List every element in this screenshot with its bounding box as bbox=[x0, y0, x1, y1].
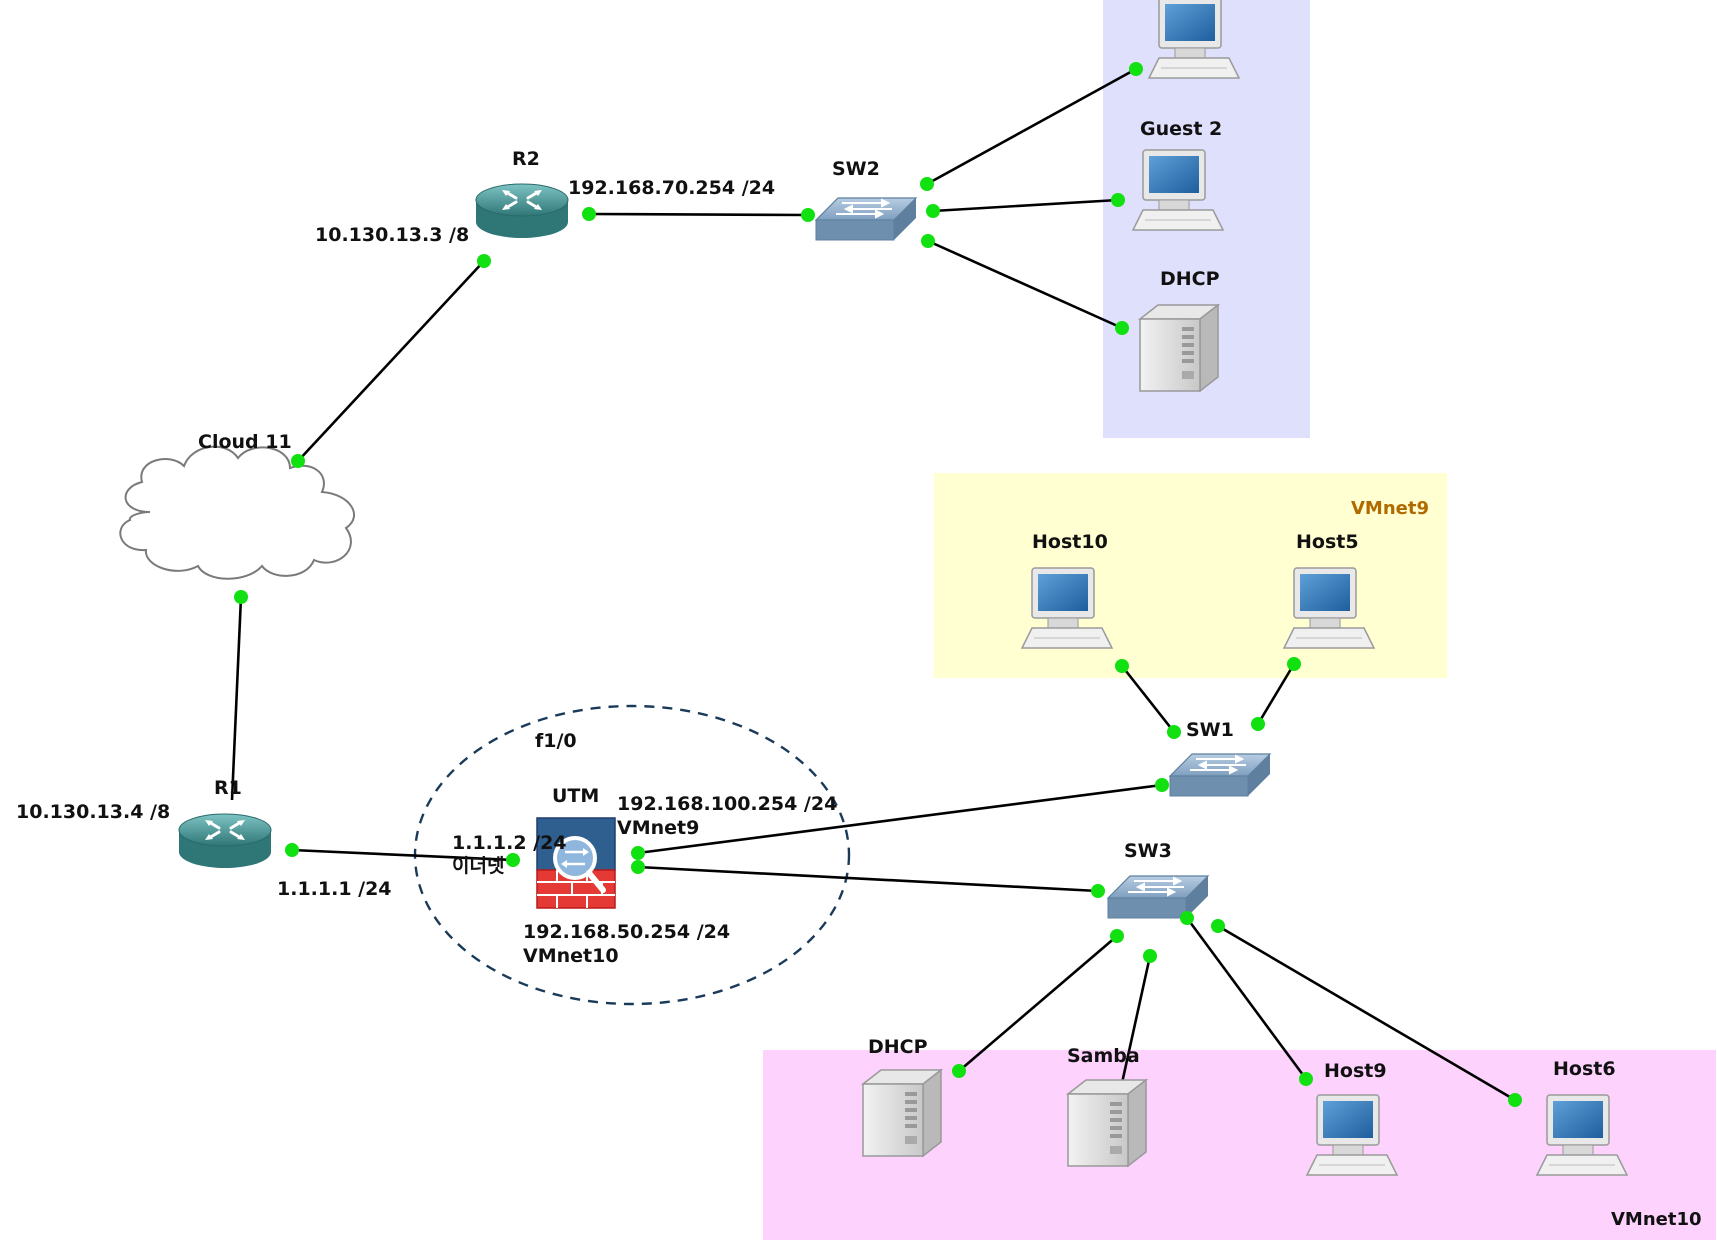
port-dot bbox=[285, 843, 299, 857]
dhcp-top-label: DHCP bbox=[1160, 268, 1220, 290]
port-dot bbox=[1180, 911, 1194, 925]
server-dhcp-bottom[interactable] bbox=[862, 1069, 942, 1157]
port-dot bbox=[1115, 321, 1129, 335]
port-dot bbox=[1129, 62, 1143, 76]
port-dot bbox=[952, 1064, 966, 1078]
vmnet9-zone-label: VMnet9 bbox=[1351, 498, 1429, 519]
port-dot bbox=[582, 207, 596, 221]
utm-vmnet9-label: VMnet9 bbox=[617, 817, 699, 839]
port-dot bbox=[631, 846, 645, 860]
r2-wan-ip: 10.130.13.3 /8 bbox=[315, 224, 469, 246]
port-dot bbox=[1251, 717, 1265, 731]
r1-lan-ip: 1.1.1.1 /24 bbox=[277, 878, 392, 900]
host10-label: Host10 bbox=[1032, 531, 1108, 553]
port-dot bbox=[1155, 778, 1169, 792]
port-dot bbox=[506, 853, 520, 867]
link-sw3-dhcp bbox=[958, 935, 1118, 1072]
port-dot bbox=[291, 454, 305, 468]
utm-vmnet9-ip: 192.168.100.254 /24 bbox=[617, 793, 837, 815]
link-sw2-dhcp bbox=[927, 239, 1123, 330]
link-sw2-guest1 bbox=[926, 67, 1137, 186]
server-samba[interactable] bbox=[1067, 1079, 1147, 1167]
utm-interface-label: f1/0 bbox=[535, 730, 577, 752]
port-dot bbox=[1299, 1072, 1313, 1086]
port-dot bbox=[1110, 929, 1124, 943]
cloud-label: Cloud 11 bbox=[198, 431, 292, 453]
guest2-label: Guest 2 bbox=[1140, 118, 1222, 140]
link-cloud-r1 bbox=[230, 596, 243, 801]
switch-sw1[interactable] bbox=[1169, 753, 1271, 797]
r2-lan-ip: 192.168.70.254 /24 bbox=[568, 177, 775, 199]
r2-label: R2 bbox=[512, 148, 540, 170]
port-dot bbox=[921, 234, 935, 248]
host5-label: Host5 bbox=[1296, 531, 1359, 553]
link-utm-sw1 bbox=[637, 783, 1163, 855]
utm-outside-ip: 1.1.1.2 /24 bbox=[452, 832, 567, 854]
link-r2-cloud bbox=[297, 260, 485, 462]
utm-outside-note: 이더넷 bbox=[452, 855, 504, 877]
port-dot bbox=[1143, 949, 1157, 963]
link-utm-sw3 bbox=[637, 865, 1099, 893]
port-dot bbox=[1287, 657, 1301, 671]
port-dot bbox=[1508, 1093, 1522, 1107]
r1-wan-ip: 10.130.13.4 /8 bbox=[16, 801, 170, 823]
link-sw1-host10 bbox=[1120, 665, 1176, 733]
router-r2[interactable] bbox=[474, 182, 570, 240]
utm-label: UTM bbox=[552, 785, 599, 807]
port-dot bbox=[1111, 193, 1125, 207]
link-sw2-guest2 bbox=[932, 198, 1119, 213]
sw2-label: SW2 bbox=[832, 158, 880, 180]
port-dot bbox=[1167, 725, 1181, 739]
samba-label: Samba bbox=[1067, 1045, 1140, 1067]
cloud-icon[interactable] bbox=[119, 445, 355, 580]
utm-firewall[interactable] bbox=[536, 817, 616, 909]
link-sw3-samba bbox=[1120, 955, 1152, 1084]
router-r1[interactable] bbox=[177, 812, 273, 870]
port-dot bbox=[1091, 884, 1105, 898]
switch-sw2[interactable] bbox=[815, 197, 917, 241]
link-r1-utm bbox=[291, 848, 514, 862]
port-dot bbox=[920, 177, 934, 191]
host9-label: Host9 bbox=[1324, 1060, 1387, 1082]
links bbox=[230, 67, 1516, 1102]
port-dot bbox=[1115, 659, 1129, 673]
port-dot bbox=[1211, 919, 1225, 933]
r1-label: R1 bbox=[214, 777, 242, 799]
sw1-label: SW1 bbox=[1186, 719, 1234, 741]
link-sw3-host6 bbox=[1217, 924, 1516, 1102]
host6-label: Host6 bbox=[1553, 1058, 1616, 1080]
vmnet10-zone-label: VMnet10 bbox=[1611, 1209, 1702, 1230]
port-dot bbox=[477, 254, 491, 268]
link-sw3-host9 bbox=[1185, 917, 1308, 1080]
link-r2-sw2 bbox=[588, 212, 809, 217]
port-dot bbox=[801, 208, 815, 222]
port-dot bbox=[631, 860, 645, 874]
sw3-label: SW3 bbox=[1124, 840, 1172, 862]
utm-vmnet10-label: VMnet10 bbox=[523, 945, 619, 967]
dhcp-bottom-label: DHCP bbox=[868, 1036, 928, 1058]
link-sw1-host5 bbox=[1256, 663, 1296, 725]
port-indicators bbox=[234, 62, 1522, 1107]
port-dot bbox=[234, 590, 248, 604]
switch-sw3[interactable] bbox=[1107, 875, 1209, 919]
utm-vmnet10-ip: 192.168.50.254 /24 bbox=[523, 921, 730, 943]
server-dhcp-top[interactable] bbox=[1139, 304, 1219, 392]
port-dot bbox=[926, 204, 940, 218]
